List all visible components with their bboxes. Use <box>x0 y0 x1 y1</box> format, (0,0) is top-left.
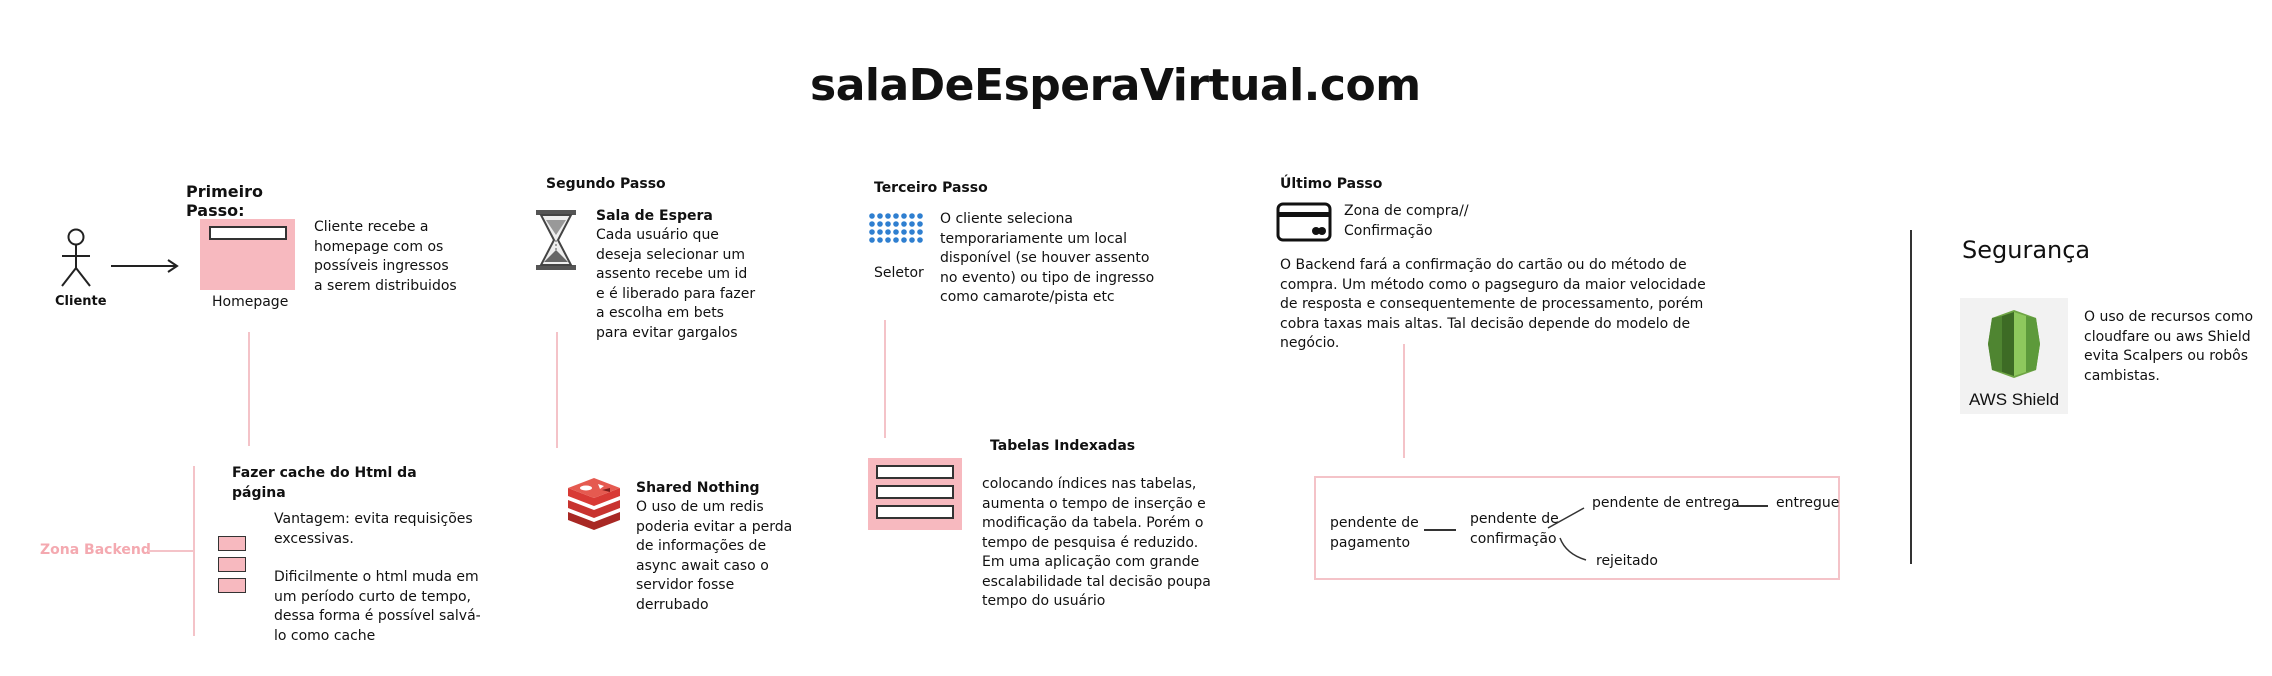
state-rejected: rejeitado <box>1596 553 1658 569</box>
indexed-tables-description: colocando índices nas tabelas, aumenta o… <box>982 476 1211 609</box>
user-actor-icon <box>61 228 91 287</box>
state-branch-lines <box>1547 507 1587 561</box>
cache-bracket-line <box>193 466 195 636</box>
seat-grid-icon <box>869 213 923 243</box>
connector-line <box>884 320 886 438</box>
credit-card-icon <box>1276 202 1332 242</box>
tables-icon <box>868 458 962 530</box>
security-divider <box>1910 230 1912 564</box>
state-pending-confirmation: pendente de confirmação <box>1470 511 1559 547</box>
shared-nothing-description: O uso de um redis poderia evitar a perda… <box>636 499 793 613</box>
state-pending-payment: pendente de pagamento <box>1330 515 1419 551</box>
cache-title: Fazer cache do Html da página <box>232 465 417 501</box>
third-step-description: O cliente seleciona temporariamente um l… <box>940 211 1155 305</box>
aws-shield-label: AWS Shield <box>1968 390 2060 409</box>
first-step-heading: Primeiro Passo: <box>186 182 263 220</box>
cache-wireframe-icon <box>212 530 258 602</box>
last-step-heading: Último Passo <box>1280 176 1383 192</box>
redis-icon <box>568 478 620 530</box>
last-step-description: O Backend fará a confirmação do cartão o… <box>1280 257 1706 351</box>
state-delivered: entregue <box>1776 495 1840 511</box>
connector-line <box>248 332 250 446</box>
state-pending-delivery: pendente de entrega <box>1592 495 1740 511</box>
state-link <box>1424 529 1456 531</box>
first-step-description: Cliente recebe a homepage com os possíve… <box>314 219 457 294</box>
backend-zone-label: Zona Backend <box>40 542 151 558</box>
connector-line <box>556 332 558 448</box>
shared-nothing-title: Shared Nothing <box>636 480 760 496</box>
cache-note: Dificilmente o html muda em um período c… <box>274 569 481 644</box>
third-step-heading: Terceiro Passo <box>874 180 988 196</box>
connector-line <box>1403 344 1405 458</box>
security-heading: Segurança <box>1962 236 2091 264</box>
order-states-box: pendente de pagamento pendente de confir… <box>1314 476 1840 580</box>
backend-zone-pointer <box>148 550 194 552</box>
actor-label: Cliente <box>55 294 107 309</box>
waiting-room-title: Sala de Espera <box>596 208 713 224</box>
state-link <box>1736 505 1768 507</box>
arrow-right-icon <box>111 259 179 273</box>
homepage-label: Homepage <box>212 294 289 310</box>
purchase-zone-label: Zona de compra// Confirmação <box>1344 203 1469 239</box>
second-step-heading: Segundo Passo <box>546 176 666 192</box>
cache-advantage: Vantagem: evita requisições excessivas. <box>274 511 473 547</box>
second-step-description: Cada usuário que deseja selecionar um as… <box>596 227 756 341</box>
indexed-tables-title: Tabelas Indexadas <box>990 438 1136 454</box>
selector-label: Seletor <box>874 265 924 281</box>
aws-shield-card: AWS Shield <box>1960 298 2068 414</box>
aws-shield-icon <box>1988 310 2040 378</box>
security-description: O uso de recursos como cloudfare ou aws … <box>2084 309 2254 384</box>
homepage-wireframe <box>200 219 295 290</box>
hourglass-icon <box>536 210 576 270</box>
page-title: salaDeEsperaVirtual.com <box>810 60 1421 111</box>
